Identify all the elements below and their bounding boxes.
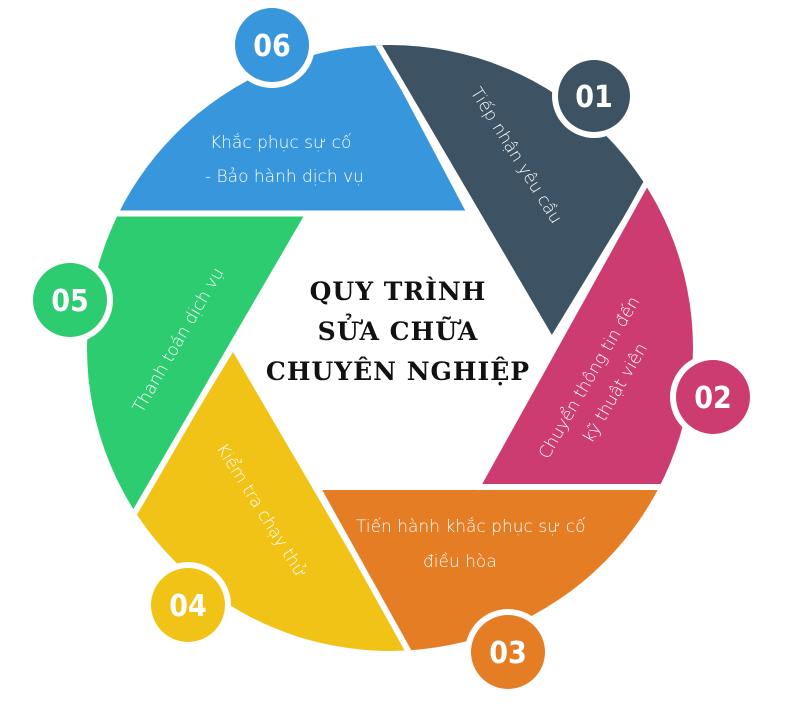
svg-text:03: 03 bbox=[489, 636, 527, 671]
badge-step-03: 03 bbox=[465, 609, 551, 695]
blade-separators bbox=[87, 45, 693, 651]
title-line-2: SỬA CHỮA bbox=[318, 314, 479, 346]
svg-text:06: 06 bbox=[253, 29, 291, 64]
step-03-label-line-2: điều hòa bbox=[423, 551, 497, 572]
center-title: QUY TRÌNH SỬA CHỮA CHUYÊN NGHIỆP bbox=[266, 277, 530, 386]
badge-step-04: 04 bbox=[145, 562, 231, 648]
title-line-3: CHUYÊN NGHIỆP bbox=[266, 357, 530, 386]
badge-step-05: 05 bbox=[27, 257, 113, 343]
blade-step-02 bbox=[478, 45, 693, 487]
center-area bbox=[233, 215, 550, 485]
svg-text:04: 04 bbox=[169, 589, 207, 624]
step-06-label-line-1: Khắc phục sự cố bbox=[210, 132, 351, 153]
svg-text:01: 01 bbox=[575, 80, 613, 115]
step-03-label-line-1: Tiến hành khắc phục sự cố bbox=[356, 516, 586, 537]
title-line-1: QUY TRÌNH bbox=[310, 277, 487, 306]
svg-text:02: 02 bbox=[694, 381, 732, 416]
svg-text:05: 05 bbox=[51, 284, 89, 319]
blade-step-01 bbox=[375, 45, 693, 338]
badge-step-06: 06 bbox=[229, 2, 315, 88]
badge-step-02: 02 bbox=[670, 354, 756, 440]
blade-step-05 bbox=[87, 215, 307, 600]
badge-step-01: 01 bbox=[552, 54, 636, 138]
step-06-label-line-2: - Bảo hành dịch vụ bbox=[205, 166, 364, 187]
